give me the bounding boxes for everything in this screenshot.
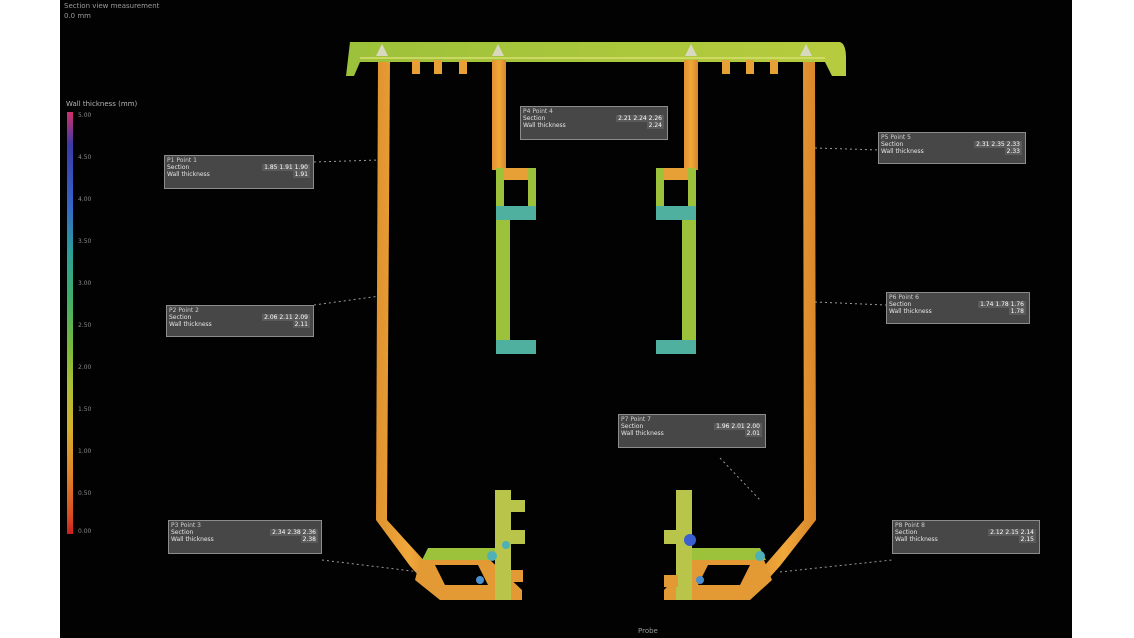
right-inner-web bbox=[684, 60, 698, 170]
right-foot-web bbox=[676, 490, 692, 600]
probe-row1-label: Section bbox=[889, 301, 912, 308]
color-scale-bar bbox=[67, 112, 73, 534]
probe-callout[interactable]: P5 Point 5 Section 2.31 2.35 2.33 Wall th… bbox=[878, 132, 1026, 164]
scale-tick: 3.00 bbox=[78, 280, 92, 287]
probe-title: P3 Point 3 bbox=[171, 522, 201, 529]
probe-row1-label: Section bbox=[169, 314, 192, 321]
scale-tick: 1.00 bbox=[78, 448, 92, 455]
probe-row2-value: 1.91 bbox=[292, 171, 310, 178]
left-outer-wall bbox=[376, 62, 440, 586]
probe-row2-label: Wall thickness bbox=[889, 308, 932, 315]
probe-row1-value: 1.85 1.91 1.90 bbox=[262, 164, 310, 171]
color-scale-title: Wall thickness (mm) bbox=[66, 100, 138, 108]
scale-tick: 0.00 bbox=[78, 528, 92, 535]
scale-tick: 2.00 bbox=[78, 364, 92, 371]
probe-title: P7 Point 7 bbox=[621, 416, 651, 423]
probe-callout[interactable]: P1 Point 1 Section 1.85 1.91 1.90 Wall th… bbox=[164, 155, 314, 189]
scale-tick: 1.50 bbox=[78, 406, 92, 413]
probe-row1-label: Section bbox=[895, 529, 918, 536]
probe-row1-label: Section bbox=[621, 423, 644, 430]
probe-callout[interactable]: P3 Point 3 Section 2.34 2.38 2.36 Wall th… bbox=[168, 520, 322, 554]
probe-title: P1 Point 1 bbox=[167, 157, 197, 164]
probe-row2-value: 2.11 bbox=[292, 321, 310, 328]
right-outer-wall bbox=[752, 62, 816, 586]
probe-title: P5 Point 5 bbox=[881, 134, 911, 141]
probe-row1-value: 1.74 1.78 1.76 bbox=[978, 301, 1026, 308]
footer-label: Probe bbox=[638, 627, 658, 635]
probe-callout[interactable]: P2 Point 2 Section 2.06 2.11 2.09 Wall th… bbox=[166, 305, 314, 337]
probe-row1-value: 2.21 2.24 2.26 bbox=[616, 115, 664, 122]
probe-row1-label: Section bbox=[881, 141, 904, 148]
scale-tick: 3.50 bbox=[78, 238, 92, 245]
scale-tick: 4.50 bbox=[78, 154, 92, 161]
probe-row2-label: Wall thickness bbox=[621, 430, 664, 437]
probe-row2-label: Wall thickness bbox=[523, 122, 566, 129]
probe-row2-label: Wall thickness bbox=[895, 536, 938, 543]
view-title: Section view measurement bbox=[64, 2, 160, 10]
scale-tick: 2.50 bbox=[78, 322, 92, 329]
scale-tick: 4.00 bbox=[78, 196, 92, 203]
probe-row1-value: 2.12 2.15 2.14 bbox=[988, 529, 1036, 536]
probe-callout[interactable]: P4 Point 4 Section 2.21 2.24 2.26 Wall th… bbox=[520, 106, 668, 140]
top-flange bbox=[346, 42, 846, 76]
scale-tick: 0.50 bbox=[78, 490, 92, 497]
probe-row2-label: Wall thickness bbox=[171, 536, 214, 543]
cross-section-model[interactable] bbox=[60, 0, 1072, 638]
view-subtitle: 0.0 mm bbox=[64, 12, 91, 20]
probe-row2-label: Wall thickness bbox=[167, 171, 210, 178]
probe-title: P8 Point 8 bbox=[895, 522, 925, 529]
probe-row1-label: Section bbox=[523, 115, 546, 122]
probe-title: P6 Point 6 bbox=[889, 294, 919, 301]
probe-row2-value: 2.33 bbox=[1004, 148, 1022, 155]
probe-row2-value: 2.15 bbox=[1018, 536, 1036, 543]
probe-row2-value: 2.01 bbox=[744, 430, 762, 437]
left-inner-web bbox=[492, 60, 506, 170]
3d-viewport[interactable]: Section view measurement 0.0 mm Wall thi… bbox=[60, 0, 1072, 638]
probe-row2-value: 1.78 bbox=[1008, 308, 1026, 315]
probe-title: P2 Point 2 bbox=[169, 307, 199, 314]
probe-row1-value: 1.96 2.01 2.00 bbox=[714, 423, 762, 430]
probe-row1-value: 2.06 2.11 2.09 bbox=[262, 314, 310, 321]
probe-callout[interactable]: P7 Point 7 Section 1.96 2.01 2.00 Wall th… bbox=[618, 414, 766, 448]
probe-row1-label: Section bbox=[167, 164, 190, 171]
probe-row1-value: 2.31 2.35 2.33 bbox=[974, 141, 1022, 148]
probe-row1-label: Section bbox=[171, 529, 194, 536]
probe-row2-label: Wall thickness bbox=[881, 148, 924, 155]
probe-row1-value: 2.34 2.38 2.36 bbox=[270, 529, 318, 536]
probe-row2-value: 2.38 bbox=[300, 536, 318, 543]
scale-tick: 5.00 bbox=[78, 112, 92, 119]
probe-row2-value: 2.24 bbox=[646, 122, 664, 129]
probe-callout[interactable]: P8 Point 8 Section 2.12 2.15 2.14 Wall th… bbox=[892, 520, 1040, 554]
probe-title: P4 Point 4 bbox=[523, 108, 553, 115]
probe-row2-label: Wall thickness bbox=[169, 321, 212, 328]
probe-callout[interactable]: P6 Point 6 Section 1.74 1.78 1.76 Wall th… bbox=[886, 292, 1030, 324]
